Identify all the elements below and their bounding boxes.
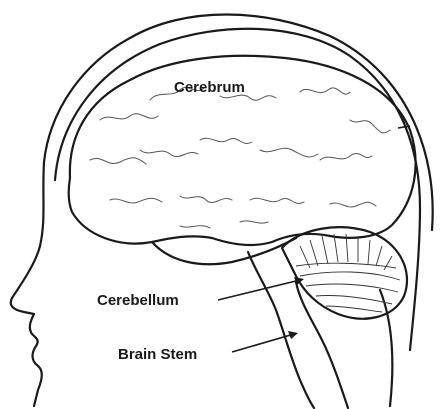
ear-outline — [380, 290, 392, 406]
cerebellum-label: Cerebellum — [97, 292, 179, 309]
brain-stem-arrowhead — [288, 331, 298, 339]
brain-stem-leader — [232, 334, 294, 352]
brain-stem-label: Brain Stem — [118, 346, 197, 363]
cerebellum-shape — [282, 227, 407, 318]
cerebrum-gyri — [90, 87, 390, 228]
cerebellum-leader — [218, 280, 300, 300]
cerebrum-label: Cerebrum — [174, 79, 245, 96]
